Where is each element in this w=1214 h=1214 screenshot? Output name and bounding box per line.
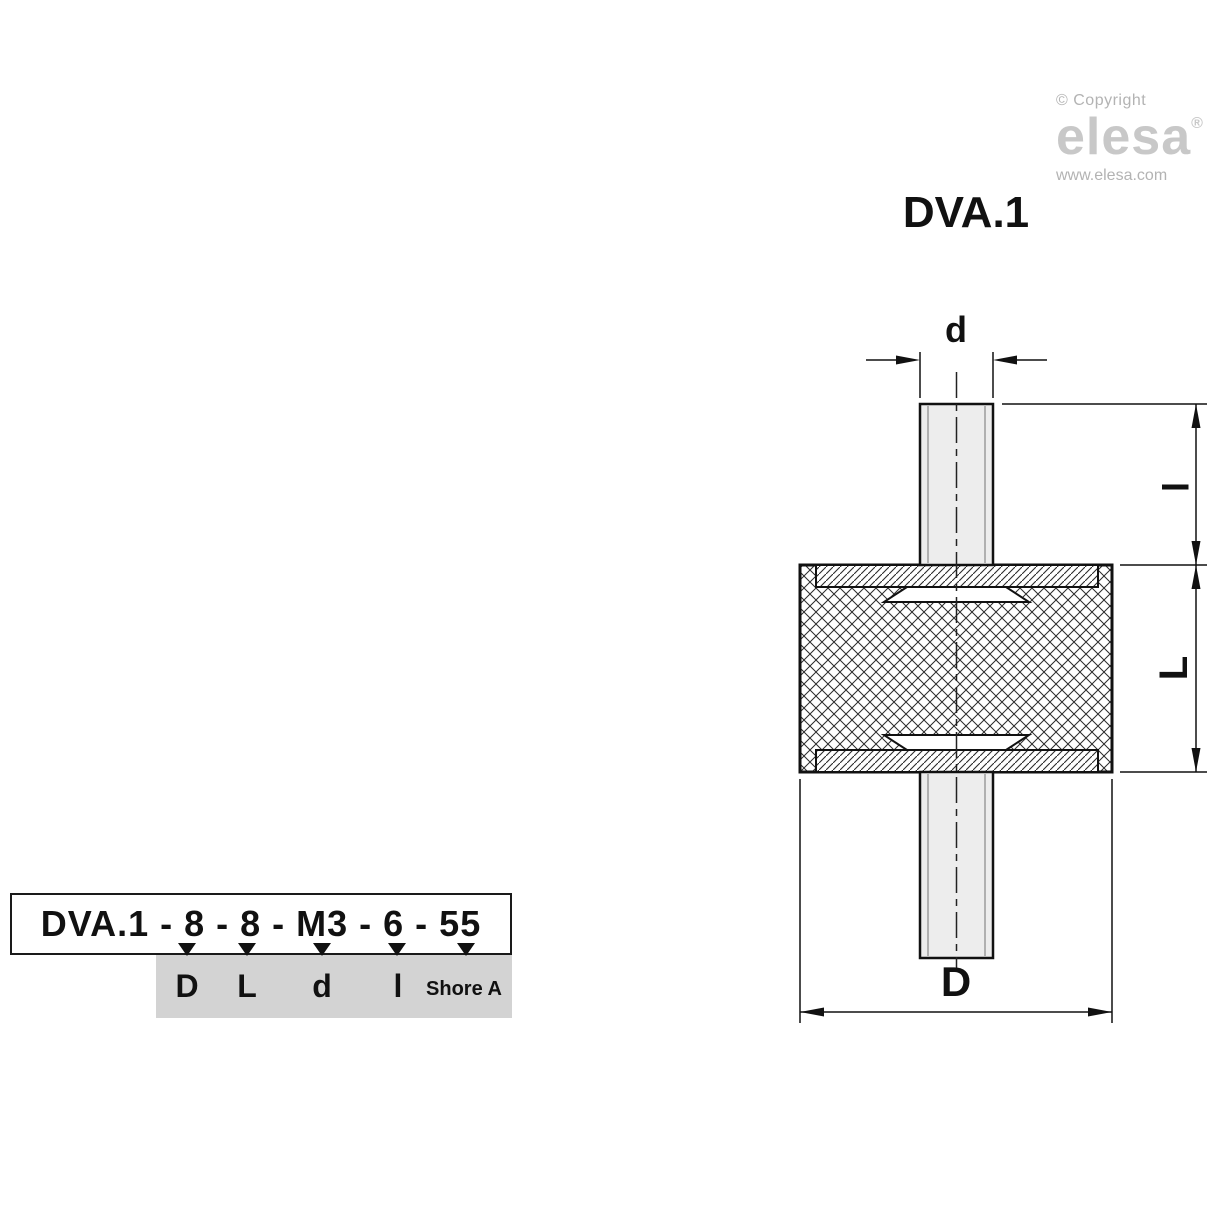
elesa-logo: elesa®: [1056, 110, 1214, 165]
code-label-l: l: [393, 968, 403, 1004]
dim-L-arrow-top: [1191, 565, 1201, 589]
page-title: DVA.1: [902, 188, 1030, 237]
code-label-panel: [156, 955, 512, 1018]
down-triangle-icon: [238, 943, 256, 956]
dim-L-arrow-bottom: [1191, 748, 1201, 772]
code-label-D: D: [175, 968, 199, 1004]
top-washer-dome: [880, 586, 1033, 603]
dim-l-arrow-top: [1191, 404, 1201, 428]
down-triangle-icon: [388, 943, 406, 956]
dim-D-arrow-left: [800, 1007, 824, 1017]
dim-d-arrow-right: [993, 355, 1017, 365]
dim-d-label: d: [945, 309, 967, 350]
dim-D-arrow-right: [1088, 1007, 1112, 1017]
dimension-l: l: [1002, 403, 1207, 566]
copyright-text: © Copyright: [1056, 92, 1147, 109]
website-text: www.elesa.com: [1056, 166, 1168, 184]
dim-d-arrow-left: [896, 355, 920, 365]
dim-L-label: L: [1152, 656, 1196, 680]
ordering-code-box: DVA.1 - 8 - 8 - M3 - 6 - 55: [10, 893, 512, 955]
down-triangle-icon: [313, 943, 331, 956]
dim-l-label: l: [1156, 482, 1197, 492]
registered-mark-icon: ®: [1191, 115, 1204, 132]
ordering-code-text: DVA.1 - 8 - 8 - M3 - 6 - 55: [40, 903, 482, 944]
dimension-D: D: [799, 779, 1113, 1023]
dimension-L: L: [1120, 565, 1207, 773]
logo-wordmark: elesa: [1056, 108, 1192, 166]
dim-D-label: D: [941, 958, 971, 1005]
dimension-d: d: [866, 309, 1047, 398]
down-triangle-icon: [178, 943, 196, 956]
branding-block: © Copyright elesa® www.elesa.com: [1056, 92, 1214, 185]
code-label-L: L: [237, 968, 257, 1004]
down-triangle-icon: [457, 943, 475, 956]
code-label-shore-a: Shore A: [426, 978, 502, 1000]
dim-l-arrow-bottom: [1191, 541, 1201, 565]
code-label-d: d: [312, 968, 332, 1004]
